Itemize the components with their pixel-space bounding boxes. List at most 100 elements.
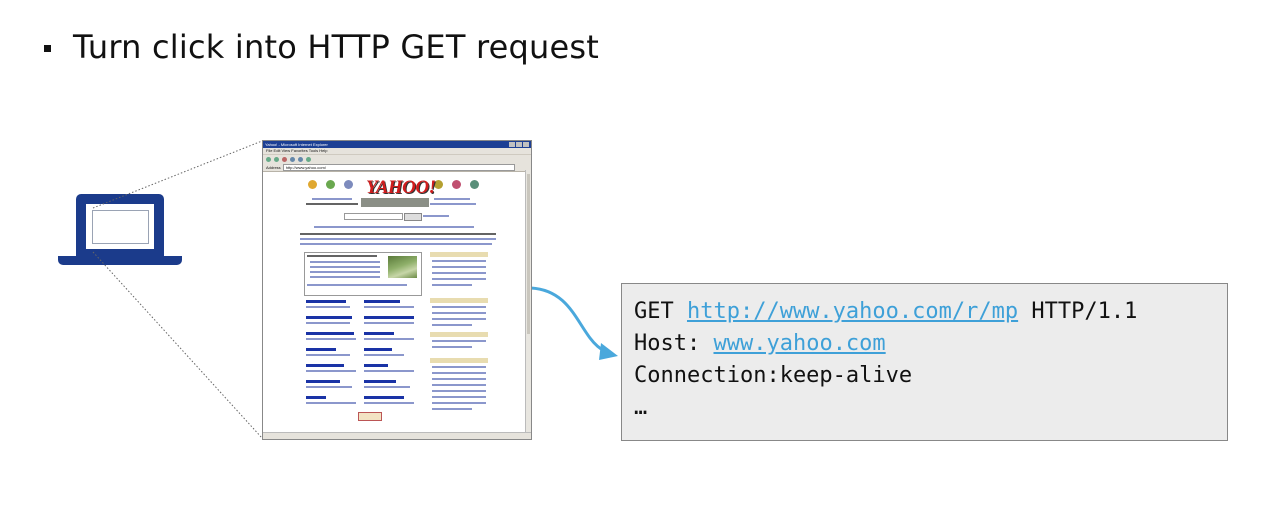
inside-link[interactable] (432, 366, 486, 368)
close-icon[interactable] (523, 142, 529, 147)
home-icon[interactable] (298, 156, 303, 162)
mail-icon[interactable] (308, 180, 317, 189)
featured-photo[interactable] (388, 256, 417, 278)
minimize-icon[interactable] (509, 142, 515, 147)
category-links[interactable] (306, 402, 356, 404)
arrow-curve (530, 286, 607, 354)
scrollbar-thumb[interactable] (527, 174, 530, 334)
category-links[interactable] (364, 306, 414, 308)
maximize-icon[interactable] (516, 142, 522, 147)
category-links[interactable] (364, 354, 404, 356)
inside-link[interactable] (432, 372, 486, 374)
inside-link[interactable] (432, 378, 486, 380)
market-link[interactable] (432, 324, 472, 326)
slide-title: Turn click into HTTP GET request (73, 28, 599, 66)
marketplace-header (430, 298, 488, 303)
request-url[interactable]: http://www.yahoo.com/r/mp (686, 299, 1019, 324)
inside-link[interactable] (432, 390, 486, 392)
refresh-icon[interactable] (290, 156, 295, 162)
category-row[interactable] (300, 243, 492, 245)
news-icon[interactable] (344, 180, 353, 189)
messenger-icon[interactable] (452, 180, 461, 189)
category-links[interactable] (306, 370, 356, 372)
news-link[interactable] (432, 278, 486, 280)
games-icon[interactable] (434, 180, 443, 189)
advanced-search-link[interactable] (423, 215, 449, 217)
news-link[interactable] (432, 260, 486, 262)
address-input[interactable]: http://www.yahoo.com/ (282, 163, 515, 171)
broadcast-link[interactable] (432, 346, 472, 348)
featured-link[interactable] (307, 284, 407, 286)
featured-link[interactable] (310, 261, 380, 263)
category-links[interactable] (306, 354, 350, 356)
laptop-window (92, 210, 149, 244)
category-heading[interactable] (306, 300, 346, 303)
link-line[interactable] (312, 198, 352, 200)
market-link[interactable] (432, 306, 486, 308)
category-heading[interactable] (306, 380, 340, 383)
category-links[interactable] (364, 338, 414, 340)
forward-icon[interactable] (274, 156, 279, 162)
link-line[interactable] (430, 203, 476, 205)
zoom-line-bottom (92, 251, 263, 439)
news-link[interactable] (432, 284, 472, 286)
category-row[interactable] (300, 233, 496, 235)
category-heading[interactable] (306, 364, 344, 367)
category-heading[interactable] (306, 348, 336, 351)
category-links[interactable] (306, 306, 350, 308)
inside-link[interactable] (432, 408, 472, 410)
link-line[interactable] (434, 198, 470, 200)
connection-header-line: Connection:keep-alive (634, 363, 913, 388)
yahoo-logo[interactable]: YAHOO! (366, 177, 436, 198)
market-link[interactable] (432, 312, 486, 314)
shopping-icon[interactable] (326, 180, 335, 189)
category-links[interactable] (364, 322, 414, 324)
broadcast-header (430, 332, 488, 337)
category-heading[interactable] (306, 396, 326, 399)
browser-statusbar (263, 432, 531, 439)
category-heading[interactable] (306, 316, 352, 319)
category-heading[interactable] (364, 300, 400, 303)
category-heading[interactable] (364, 396, 404, 399)
browser-menubar[interactable]: File Edit View Favorites Tools Help (263, 148, 531, 154)
category-heading[interactable] (364, 332, 394, 335)
search-input[interactable] (344, 213, 403, 220)
market-link[interactable] (432, 318, 486, 320)
zoom-line-top (92, 140, 263, 209)
host-header-value[interactable]: www.yahoo.com (713, 331, 886, 356)
category-links[interactable] (364, 370, 414, 372)
address-label: Address (266, 164, 281, 170)
category-row[interactable] (300, 238, 496, 240)
broadcast-link[interactable] (432, 340, 486, 342)
inside-link[interactable] (432, 384, 486, 386)
category-links[interactable] (364, 386, 410, 388)
category-heading[interactable] (306, 332, 354, 335)
category-links[interactable] (306, 386, 352, 388)
featured-link[interactable] (310, 266, 380, 268)
back-icon[interactable] (266, 156, 271, 162)
category-links[interactable] (306, 322, 350, 324)
host-header-label: Host: (634, 331, 714, 356)
inside-link[interactable] (432, 402, 486, 404)
browser-scrollbar[interactable] (525, 170, 531, 433)
featured-link[interactable] (310, 276, 380, 278)
category-heading[interactable] (364, 380, 396, 383)
category-links[interactable] (306, 338, 356, 340)
category-links[interactable] (364, 402, 414, 404)
category-heading[interactable] (364, 316, 414, 319)
inside-link[interactable] (432, 396, 486, 398)
help-icon[interactable] (470, 180, 479, 189)
search-button[interactable] (404, 213, 422, 221)
search-icon[interactable] (306, 156, 311, 162)
host-header-line: Host: www.yahoo.com (634, 328, 1227, 360)
footer-badge[interactable] (358, 412, 382, 421)
nav-link-row[interactable] (314, 226, 474, 228)
featured-link[interactable] (310, 271, 380, 273)
category-heading[interactable] (364, 364, 388, 367)
promo-banner[interactable] (361, 198, 429, 207)
news-link[interactable] (432, 266, 486, 268)
inside-yahoo-header (430, 358, 488, 363)
category-heading[interactable] (364, 348, 392, 351)
news-link[interactable] (432, 272, 486, 274)
stop-icon[interactable] (282, 156, 287, 162)
